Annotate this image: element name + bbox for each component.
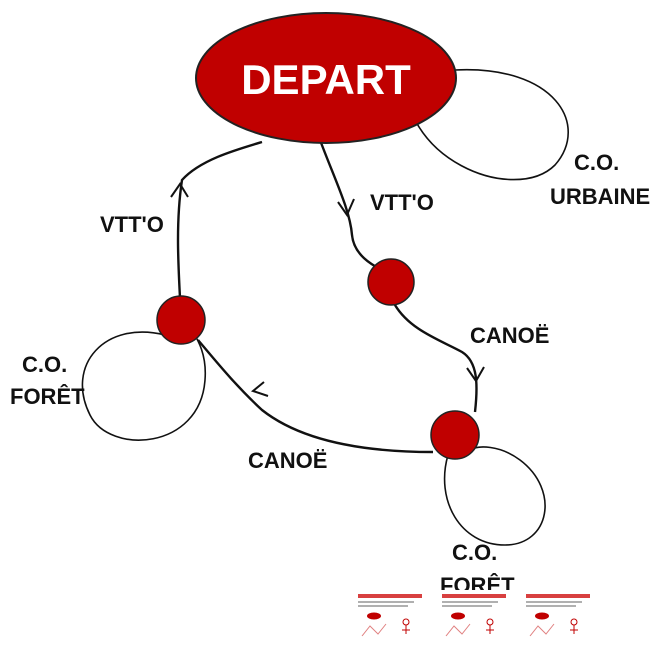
forest-bottom-loop-label-line1: C.O. — [452, 540, 497, 565]
orienteering-logo-icon — [352, 590, 428, 644]
edge-label-vtt-right: VTT'O — [370, 190, 434, 215]
checkpoint-node — [367, 258, 415, 306]
orienteering-logo-icon — [436, 590, 512, 644]
forest-bottom-node — [430, 410, 480, 460]
edge-label-canoe-bottom: CANOË — [248, 448, 327, 473]
forest-left-loop-label-line1: C.O. — [22, 352, 67, 377]
urban-loop-label-line2: URBAINE — [550, 184, 650, 209]
forest-left-loop-label-line2: FORÊT — [10, 384, 85, 409]
arrow-up-icon — [170, 182, 189, 198]
start-label: DEPART — [241, 56, 411, 103]
edge-forest-to-depart — [176, 140, 263, 299]
edge-depart-to-checkpoint — [318, 139, 383, 272]
arrow-down-icon — [337, 198, 355, 218]
forest-left-loop-edge — [81, 329, 207, 441]
forest-left-node — [156, 295, 206, 345]
arrow-down-icon — [466, 366, 485, 383]
edge-checkpoint-to-bottom — [393, 304, 478, 413]
forest-bottom-loop-edge — [443, 446, 546, 546]
edge-bottom-to-forest — [197, 339, 434, 454]
arrow-left-icon — [250, 381, 269, 397]
edge-label-canoe-right: CANOË — [470, 323, 549, 348]
urban-loop-label-line1: C.O. — [574, 150, 619, 175]
edge-label-vtt-left: VTT'O — [100, 212, 164, 237]
urban-loop-edge — [403, 64, 569, 181]
orienteering-logo-icon — [520, 590, 596, 644]
start-node — [195, 12, 457, 144]
